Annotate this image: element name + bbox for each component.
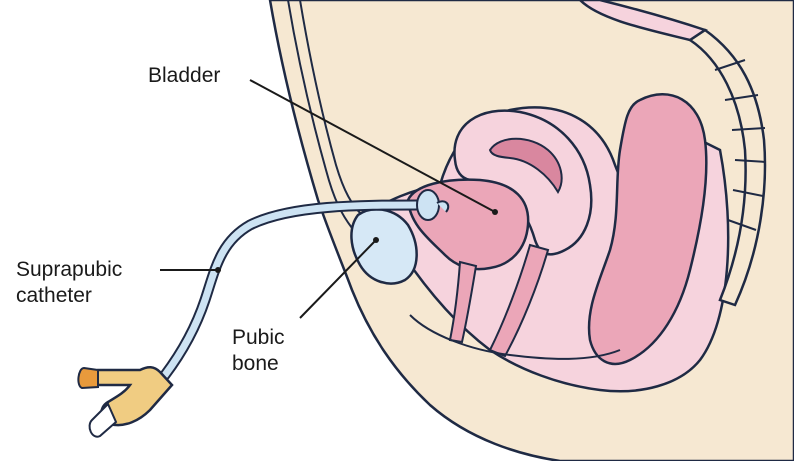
catheter-leader-dot	[215, 267, 221, 273]
pubic-bone-label: Pubic bone	[232, 325, 285, 377]
bladder-leader-dot	[492, 209, 498, 215]
pubic-bone-leader-dot	[373, 237, 379, 243]
suprapubic-catheter-label: Suprapubic catheter	[16, 257, 122, 309]
catheter-cap	[78, 368, 98, 388]
catheter-balloon	[417, 190, 439, 220]
bladder-label: Bladder	[148, 63, 220, 89]
